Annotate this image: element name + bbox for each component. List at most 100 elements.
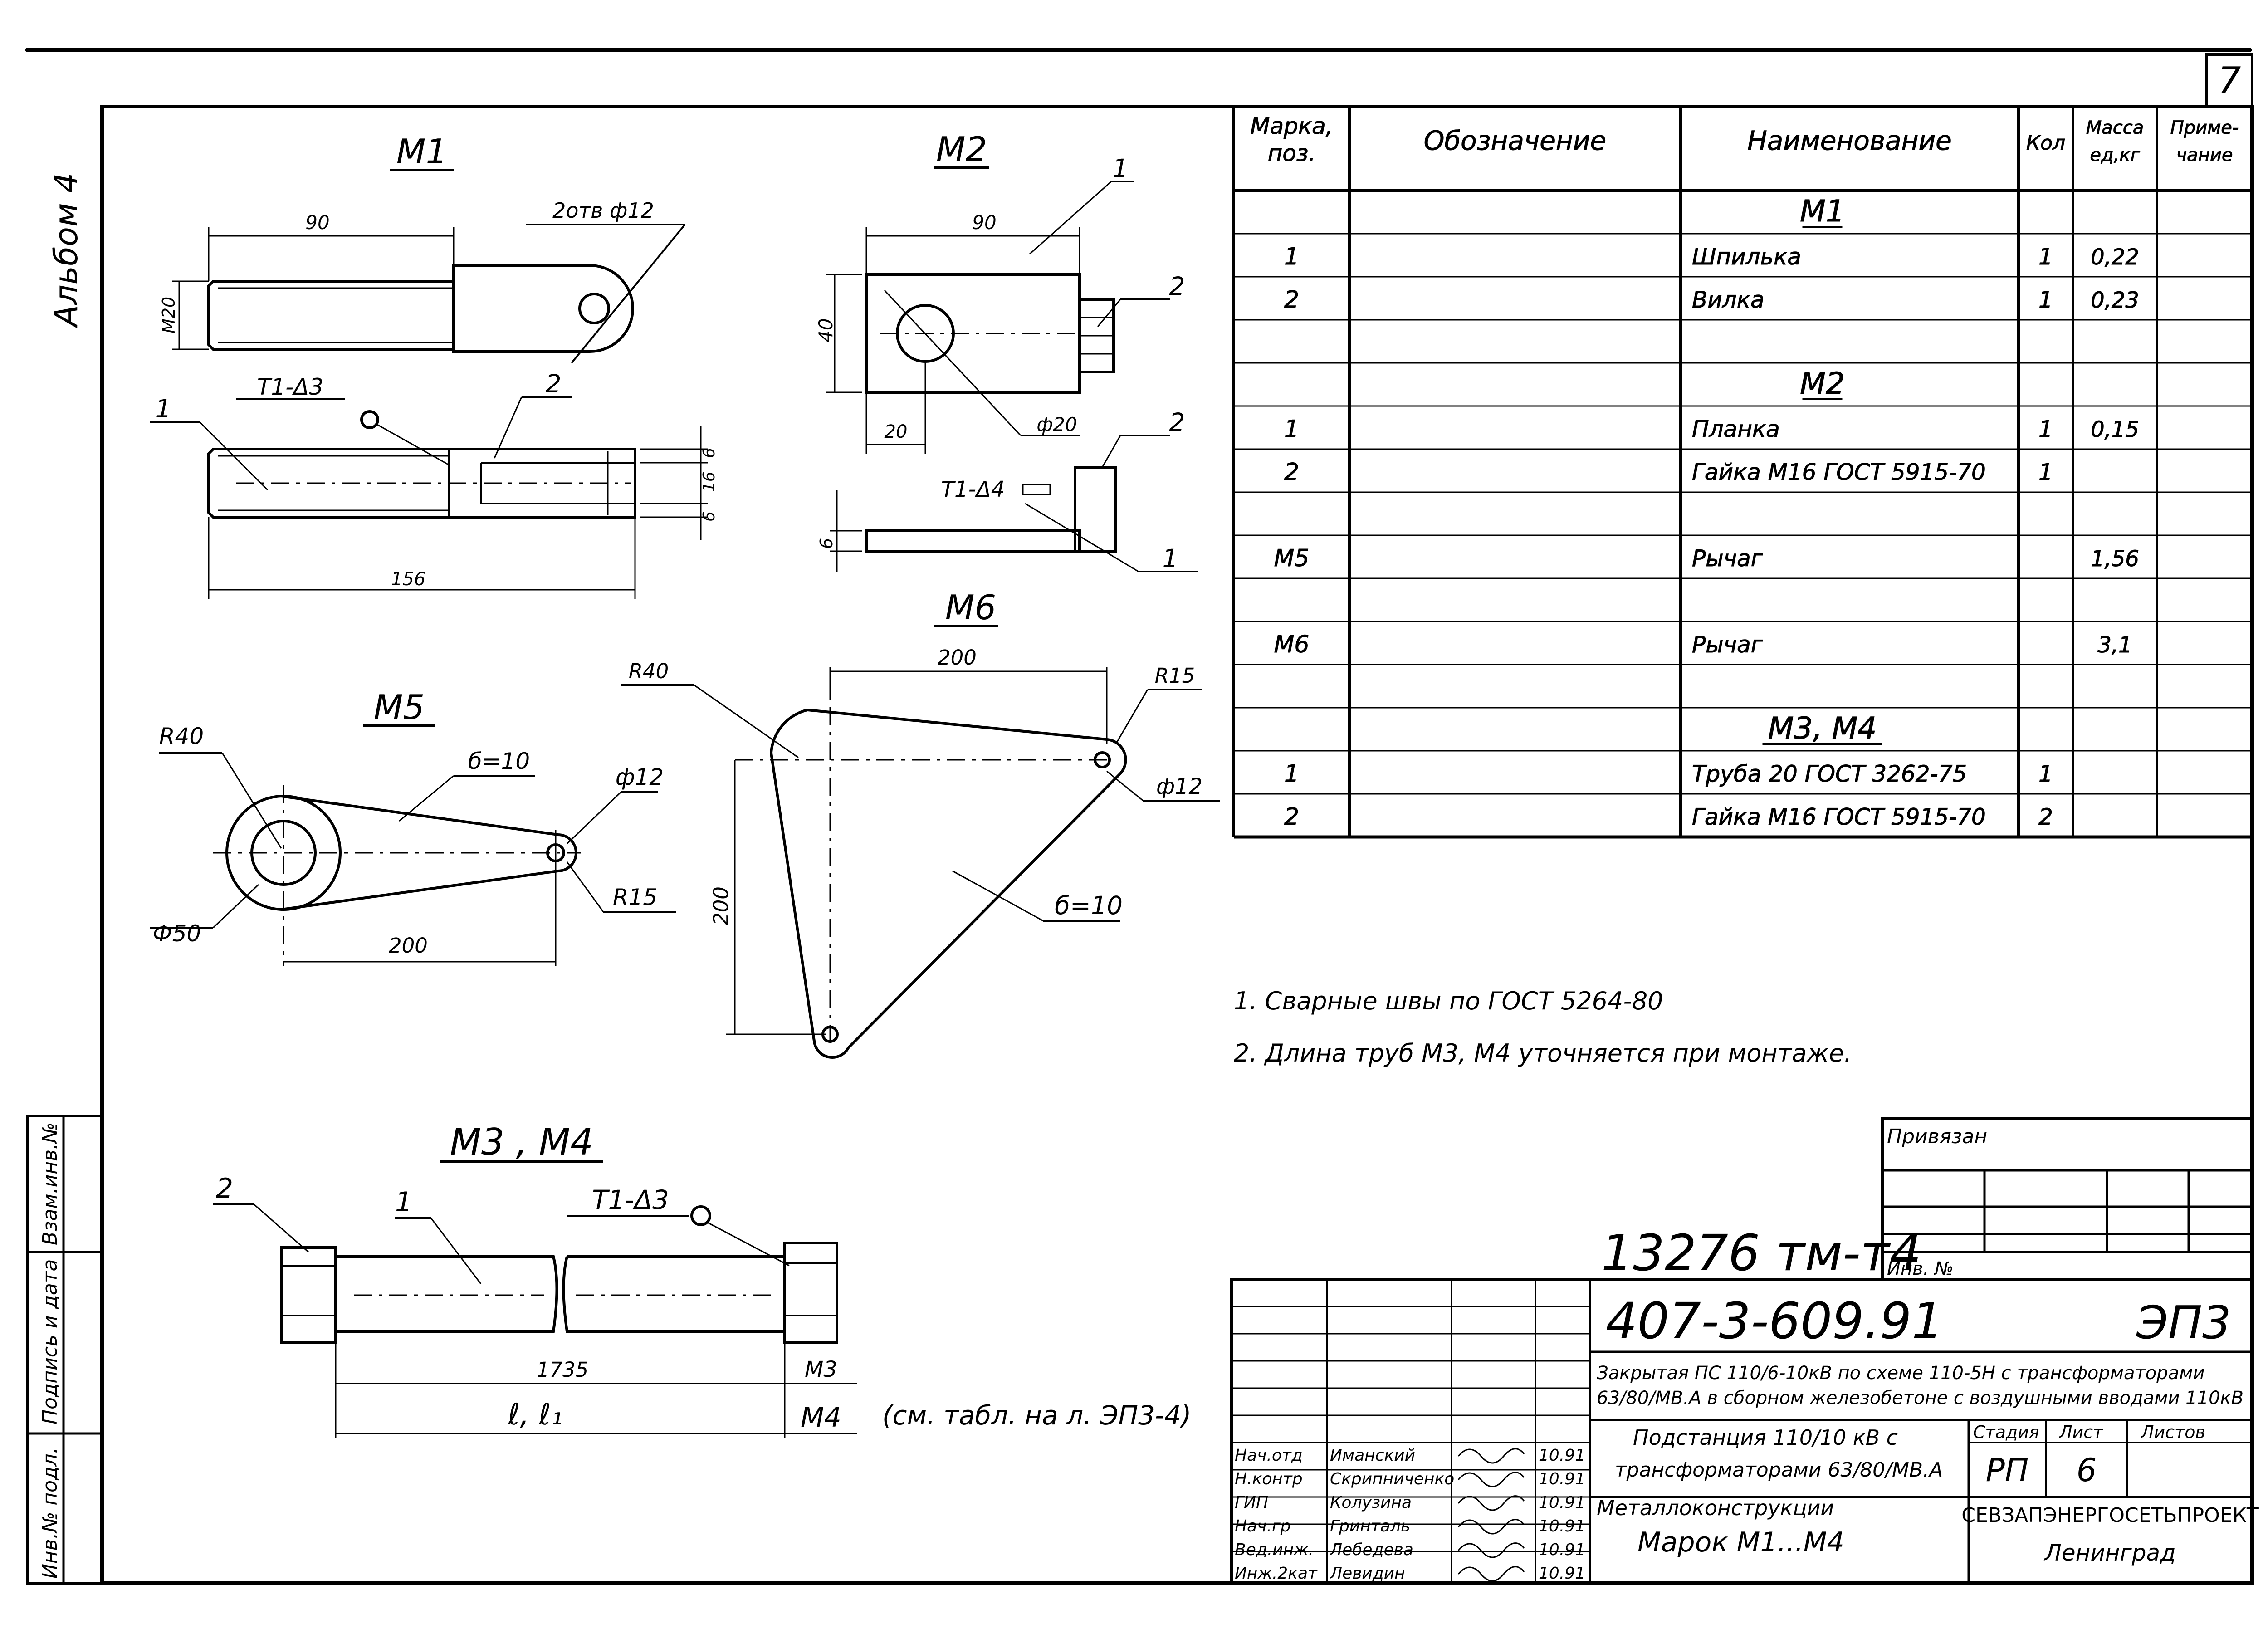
signature-mark xyxy=(1457,1566,1525,1582)
title-block xyxy=(1230,1278,2253,1585)
spec-row-mass: 3,1 xyxy=(2097,632,2132,658)
side-stamp-inv: Инв.№ подл. xyxy=(39,1447,62,1579)
signer-name: Лебедева xyxy=(1329,1541,1413,1559)
m5-r15: R15 xyxy=(613,884,657,910)
m1-dim-6b: 6 xyxy=(700,511,719,522)
m34-tube-right xyxy=(562,1255,786,1333)
header-name: Наименование xyxy=(1747,125,1952,156)
signer-role: ГИП xyxy=(1235,1493,1268,1512)
m1-pos2: 2 xyxy=(546,369,562,398)
m1-dim-90: 90 xyxy=(305,211,329,234)
m34-nut-right xyxy=(783,1242,838,1344)
inv-no-label: Инв. № xyxy=(1887,1258,1954,1279)
note-1: 1. Сварные швы по ГОСТ 5264-80 xyxy=(1234,987,1663,1015)
m1-stud-top xyxy=(207,280,455,351)
spec-row-name: Гайка М16 ГОСТ 5915-70 xyxy=(1692,804,1986,830)
drawing-title2: Марок М1...М4 xyxy=(1637,1526,1844,1558)
stage-value: РП xyxy=(1986,1452,2029,1489)
spec-row-pos: 1 xyxy=(1284,243,1299,270)
m5-title: М5 xyxy=(374,687,425,727)
spec-row-pos: 1 xyxy=(1284,416,1299,443)
signer-role: Нач.гр xyxy=(1235,1517,1291,1536)
m2-dim-6: 6 xyxy=(816,538,836,549)
header-designation: Обозначение xyxy=(1424,125,1606,156)
m5-thick: б=10 xyxy=(468,748,530,774)
m6-thick: б=10 xyxy=(1055,891,1123,920)
m2-plate-side xyxy=(865,529,1081,553)
m5-dim-200: 200 xyxy=(389,934,428,958)
page-number: 7 xyxy=(2218,59,2241,102)
m6-drawing xyxy=(621,625,1220,1059)
m1-holes: 2отв ф12 xyxy=(552,198,654,223)
m34-tube-left xyxy=(336,1255,558,1333)
m2-pos2b: 2 xyxy=(1169,408,1185,437)
m2-drawing xyxy=(826,166,1198,572)
m34-weld: Т1-Δ3 xyxy=(592,1184,669,1215)
side-stamp-vzam: Взам.инв.№ xyxy=(39,1122,62,1245)
signer-name: Гринталь xyxy=(1330,1517,1410,1536)
m2-dim-40: 40 xyxy=(815,318,837,342)
signer-date: 10.91 xyxy=(1539,1470,1585,1488)
spec-row-name: Труба 20 ГОСТ 3262-75 xyxy=(1692,761,1967,787)
m34-m3-label: М3 xyxy=(805,1357,837,1382)
m34-dim-l: ℓ, ℓ₁ xyxy=(507,1398,562,1432)
spec-row-mass: 0,23 xyxy=(2091,288,2139,313)
signer-role: Н.контр xyxy=(1235,1470,1303,1488)
signer-name: Колузина xyxy=(1330,1493,1412,1512)
signer-date: 10.91 xyxy=(1539,1564,1585,1583)
m2-title: М2 xyxy=(936,129,987,169)
city: Ленинград xyxy=(2043,1540,2175,1566)
m2-dim-20: 20 xyxy=(885,421,908,442)
spec-row-pos: 1 xyxy=(1284,760,1299,788)
signer-date: 10.91 xyxy=(1539,1446,1585,1465)
binding-stamp xyxy=(1881,1117,2253,1281)
signer-name: Левидин xyxy=(1329,1564,1405,1583)
m34-dim-1735: 1735 xyxy=(537,1358,589,1382)
header-note1: Приме- xyxy=(2170,117,2239,138)
m1-title: М1 xyxy=(396,132,447,171)
spec-group-title: М2 xyxy=(1800,366,1845,401)
sheets-label: Листов xyxy=(2140,1422,2205,1442)
organization: СЕВЗАПЭНЕРГОСЕТЬПРОЕКТ xyxy=(1961,1504,2259,1527)
m5-phi50: Ф50 xyxy=(153,920,201,947)
signature-mark xyxy=(1457,1495,1525,1511)
m34-m4-label: М4 xyxy=(801,1402,841,1433)
signature-mark xyxy=(1457,1519,1525,1535)
spec-row-qty: 2 xyxy=(2038,804,2053,830)
spec-row-pos: М5 xyxy=(1274,545,1310,572)
spec-row-name: Вилка xyxy=(1692,287,1765,313)
signer-role: Инж.2кат xyxy=(1235,1564,1318,1583)
spec-group-title: М3, М4 xyxy=(1768,711,1877,746)
spec-row-qty: 1 xyxy=(2038,287,2053,313)
m34-pos1: 1 xyxy=(395,1186,412,1218)
m2-pos1b: 1 xyxy=(1163,544,1178,573)
signer-name: Скрипниченко xyxy=(1330,1470,1454,1488)
spec-row-mass: 0,15 xyxy=(2091,417,2139,442)
signer-role: Вед.инж. xyxy=(1235,1541,1314,1559)
signer-name: Иманский xyxy=(1330,1446,1415,1465)
drawing-frame xyxy=(100,105,2254,1585)
spec-row-qty: 1 xyxy=(2038,761,2053,787)
m6-phi12: ф12 xyxy=(1156,774,1202,799)
binding-label: Привязан xyxy=(1887,1125,1987,1148)
signature-mark xyxy=(1457,1448,1525,1464)
note-2: 2. Длина труб М3, М4 уточняется при монт… xyxy=(1234,1039,1852,1067)
handwritten-number: 13276 тм-т4 xyxy=(1601,1224,1921,1282)
spec-row-qty: 1 xyxy=(2038,244,2053,270)
sheet-value: 6 xyxy=(2077,1452,2097,1489)
m1-pos1: 1 xyxy=(156,394,171,423)
signer-date: 10.91 xyxy=(1539,1517,1585,1536)
m1-dim-156: 156 xyxy=(391,569,425,590)
m2-weld: Т1-Δ4 xyxy=(941,477,1005,502)
spec-row-qty: 1 xyxy=(2038,459,2053,485)
header-pos: поз. xyxy=(1268,140,1316,166)
header-mark: Марка, xyxy=(1250,113,1333,139)
stage-label: Стадия xyxy=(1973,1422,2039,1442)
header-note2: чание xyxy=(2176,145,2233,166)
m1-m20: М20 xyxy=(159,297,179,333)
m2-dim-90: 90 xyxy=(972,211,996,234)
object-line1: Подстанция 110/10 кВ с xyxy=(1633,1425,1898,1450)
m1-dim-16: 16 xyxy=(700,471,719,492)
m34-nut-left xyxy=(280,1246,337,1344)
